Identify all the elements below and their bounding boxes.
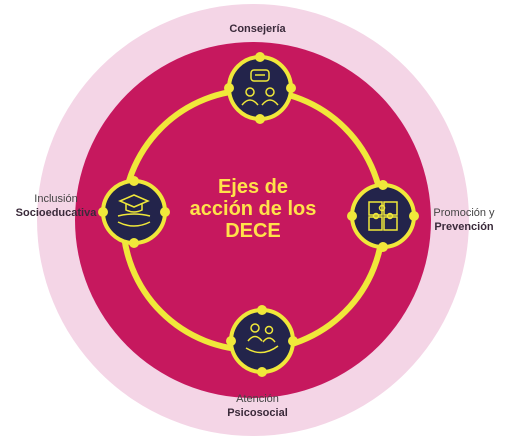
label-inclusion-bold: Socioeducativa: [15, 207, 97, 219]
node-promocion: [347, 180, 419, 252]
label-promocion-bold: Prevención: [434, 221, 494, 233]
people-care-hand-icon: [245, 323, 279, 354]
counseling-conversation-icon: [241, 69, 279, 106]
title-line-3: DECE: [225, 220, 281, 242]
puzzle-icon: [368, 201, 398, 231]
node-consejeria: [224, 52, 296, 124]
label-promocion-line1: Promoción y: [433, 207, 495, 219]
label-inclusion-line1: Inclusión: [34, 193, 78, 205]
title-line-2: acción de los: [189, 198, 317, 220]
node-inclusion: [98, 176, 170, 248]
label-consejeria-bold: Consejería: [229, 23, 286, 35]
node-atencion: [226, 305, 298, 377]
graduation-hands-icon: [117, 194, 151, 227]
diagram-title: Ejes de acción de los DECE: [170, 176, 336, 242]
label-atencion-line1: Atención: [236, 393, 279, 405]
label-consejeria: Consejería: [0, 22, 515, 36]
inner-disc: [75, 42, 431, 398]
label-inclusion: Inclusión Socioeducativa: [4, 192, 108, 220]
title-line-1: Ejes de: [217, 176, 289, 198]
label-atencion: Atención Psicosocial: [0, 392, 515, 420]
label-promocion: Promoción y Prevención: [414, 206, 514, 234]
label-atencion-bold: Psicosocial: [227, 407, 288, 419]
